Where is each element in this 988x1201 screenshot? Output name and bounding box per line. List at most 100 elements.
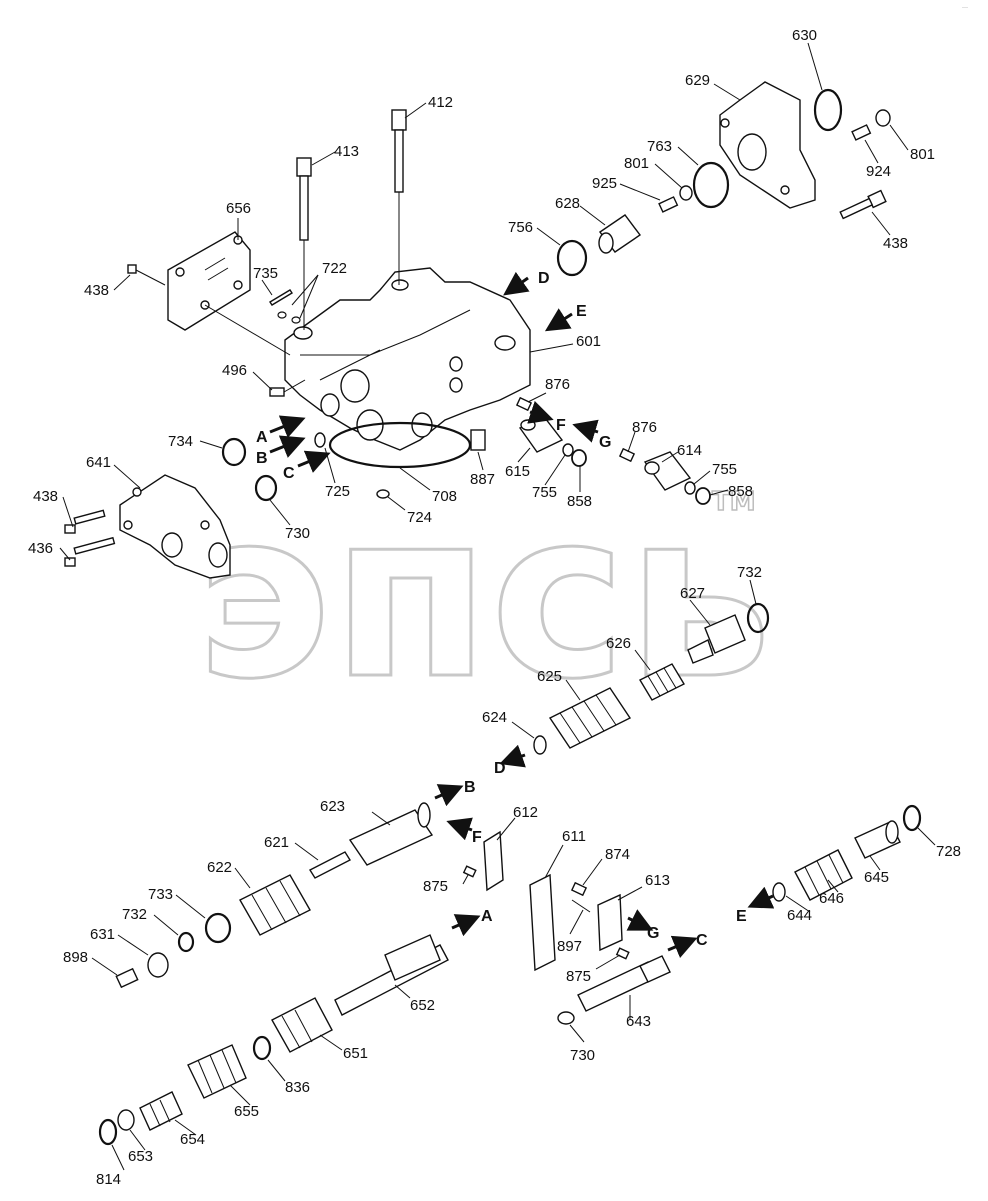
bolt-438-641 — [64, 509, 106, 534]
label-643: 643 — [626, 1013, 651, 1030]
o-ring-763 — [692, 161, 730, 209]
leader-lines — [59, 42, 936, 1171]
cover-641 — [119, 474, 231, 579]
label-651: 651 — [343, 1045, 368, 1062]
nut-801-a — [679, 185, 693, 201]
label-814: 814 — [96, 1171, 121, 1188]
label-615: 615 — [505, 463, 530, 480]
piston-614 — [643, 451, 692, 491]
seal-630 — [813, 88, 843, 132]
label-627: 627 — [680, 585, 705, 602]
label-641: 641 — [86, 454, 111, 471]
o-ring-858-a — [571, 449, 587, 467]
pin-875-a — [462, 865, 477, 878]
label-722: 722 — [322, 260, 347, 277]
label-836: 836 — [285, 1079, 310, 1096]
o-ring-734 — [221, 437, 247, 467]
pin-897 — [571, 899, 591, 913]
label-898: 898 — [63, 949, 88, 966]
bolt-436 — [64, 536, 116, 567]
o-ring-756 — [556, 239, 588, 277]
label-732-b: 732 — [122, 906, 147, 923]
label-438-a: 438 — [84, 282, 109, 299]
o-ring-733 — [204, 912, 232, 944]
pin-735 — [269, 289, 293, 306]
snap-ring-814 — [98, 1118, 118, 1146]
port-arrows: A B C D E F G D B F A G C E — [256, 270, 775, 958]
plate-613 — [597, 893, 623, 952]
o-ring-728 — [902, 804, 922, 832]
pin-874 — [570, 881, 588, 897]
label-654: 654 — [180, 1131, 205, 1148]
spool-621 — [309, 851, 351, 879]
bolt-412 — [391, 109, 407, 285]
screw-925 — [658, 196, 679, 213]
o-ring-732-b — [177, 931, 195, 953]
o-ring-732-a — [746, 602, 770, 634]
label-628: 628 — [555, 195, 580, 212]
port-label-e-2: E — [736, 908, 747, 925]
label-755-b: 755 — [712, 461, 737, 478]
label-656: 656 — [226, 200, 251, 217]
label-614: 614 — [677, 442, 702, 459]
plate-612 — [483, 830, 504, 892]
label-858-a: 858 — [567, 493, 592, 510]
port-label-b-1: B — [256, 450, 268, 467]
label-646: 646 — [819, 890, 844, 907]
valve-housing-601 — [284, 267, 531, 469]
label-653: 653 — [128, 1148, 153, 1165]
label-438-c: 438 — [883, 235, 908, 252]
label-413: 413 — [334, 143, 359, 160]
label-612: 612 — [513, 804, 538, 821]
washer-644 — [772, 882, 786, 902]
label-876-b: 876 — [632, 419, 657, 436]
ring-755-a — [562, 443, 574, 457]
ring-755-b — [684, 481, 696, 495]
piston-643 — [577, 955, 671, 1012]
label-763: 763 — [647, 138, 672, 155]
pin-875-b — [615, 947, 630, 960]
label-876-a: 876 — [545, 376, 570, 393]
spring-655 — [187, 1044, 247, 1099]
spring-646 — [794, 849, 853, 901]
label-630: 630 — [792, 27, 817, 44]
label-725: 725 — [325, 483, 350, 500]
label-626: 626 — [606, 635, 631, 652]
lever-611 — [529, 873, 556, 972]
label-412: 412 — [428, 94, 453, 111]
label-644: 644 — [787, 907, 812, 924]
label-611: 611 — [562, 828, 586, 845]
plug-887 — [470, 429, 486, 451]
bolt-438-629 — [839, 189, 887, 220]
pin-876-b — [618, 447, 636, 463]
label-801-b: 801 — [910, 146, 935, 163]
port-label-f-1: F — [556, 417, 566, 434]
corner-mark: … — [962, 3, 968, 10]
spacer-631 — [147, 952, 169, 978]
label-801-a: 801 — [624, 155, 649, 172]
label-755-a: 755 — [532, 484, 557, 501]
label-708: 708 — [432, 488, 457, 505]
o-ring-725 — [314, 432, 326, 448]
label-756: 756 — [508, 219, 533, 236]
port-label-g-1: G — [599, 434, 611, 451]
port-label-a-2: A — [481, 908, 493, 925]
label-622: 622 — [207, 859, 232, 876]
o-ring-730 — [254, 474, 278, 502]
cover-plate-656 — [167, 231, 291, 356]
callout-labels: 412 413 656 438 735 722 496 734 641 438 … — [28, 27, 961, 1188]
label-874: 874 — [605, 846, 630, 863]
label-613: 613 — [645, 872, 670, 889]
o-ring-724 — [376, 489, 390, 499]
watermark-logo: эпсь TM — [194, 462, 774, 732]
label-625: 625 — [537, 668, 562, 685]
bolt-438-cover — [127, 264, 166, 286]
washer-624 — [533, 735, 547, 755]
o-rings-722 — [277, 311, 301, 324]
spring-651 — [271, 997, 333, 1053]
label-621: 621 — [264, 834, 289, 851]
screw-924 — [851, 124, 872, 141]
label-436: 436 — [28, 540, 53, 557]
spring-625 — [548, 687, 632, 749]
watermark-tm: TM — [712, 487, 756, 517]
